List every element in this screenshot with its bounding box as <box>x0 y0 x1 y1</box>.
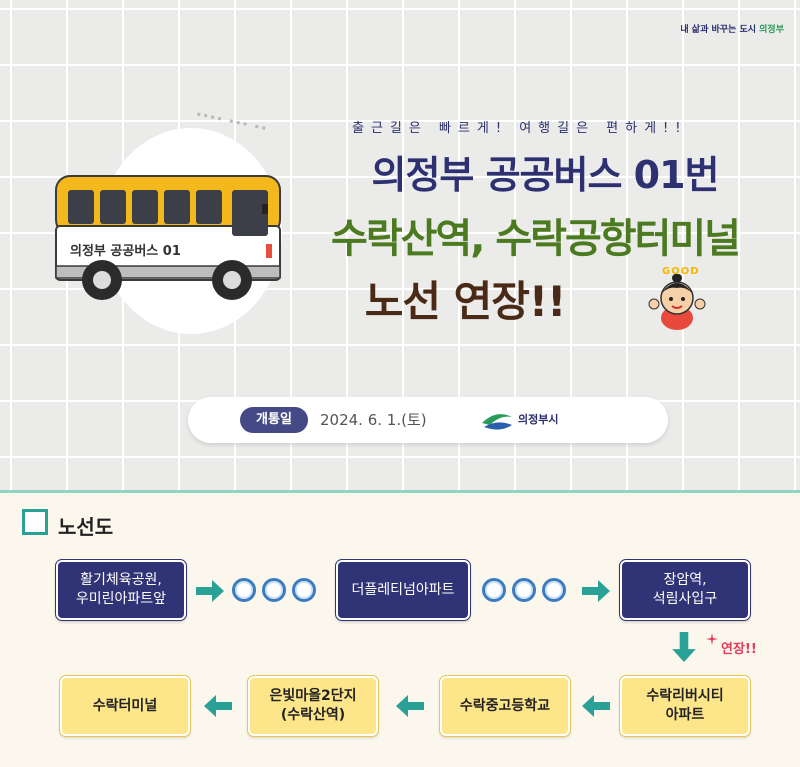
open-date-value: 2024. 6. 1.(토) <box>320 411 427 429</box>
arrow-right-icon <box>582 580 610 602</box>
stop-surak-school: 수락중고등학교 <box>439 675 571 737</box>
headline-bus-number: 의정부 공공버스 01번 <box>371 153 719 197</box>
city-slogan-logo: 내 삶과 바꾸는 도시 의정부 <box>680 22 784 35</box>
sparkle-icon <box>706 633 718 645</box>
route-map-section: 노선도 활기체육공원, 우미린아파트앞 더플레티넘아파트 장암역, 석림사입구 … <box>0 493 800 767</box>
route-dot-icon <box>232 578 256 602</box>
slogan-brand: 의정부 <box>759 25 784 35</box>
stop-jangam-station: 장암역, 석림사입구 <box>619 559 751 621</box>
open-date-pill: 개통일 2024. 6. 1.(토) 의정부시 <box>188 397 668 443</box>
route-map-title: 노선도 <box>58 515 114 539</box>
route-dot-icon <box>292 578 316 602</box>
arrow-left-icon <box>396 695 424 717</box>
mascot-character <box>648 274 706 330</box>
headline-stations: 수락산역, 수락공항터미널 <box>331 216 741 262</box>
uijeongbu-city-logo-icon <box>482 414 512 430</box>
stop-hwalgi-park: 활기체육공원, 우미린아파트앞 <box>55 559 187 621</box>
bus-side-label: 의정부 공공버스 01 <box>70 240 181 259</box>
arrow-down-icon <box>672 632 696 662</box>
bus-label-text: 의정부 공공버스 01 <box>70 244 181 259</box>
bus-illustration <box>55 175 281 300</box>
stop-surak-rivercity-apt: 수락리버시티 아파트 <box>619 675 751 737</box>
dots-connector-1 <box>232 578 322 604</box>
stop-surak-terminal: 수락터미널 <box>59 675 191 737</box>
extension-label: 연장!! <box>721 642 757 657</box>
poster-banner: 내 삶과 바꾸는 도시 의정부 ▪▪▪▪ ▪▪▪ ▪▪ 의정부 공공버스 01 … <box>0 0 800 493</box>
open-date-badge: 개통일 <box>240 407 308 433</box>
stop-the-platinum-apt: 더플레티넘아파트 <box>335 559 471 621</box>
route-dot-icon <box>542 578 566 602</box>
arrow-left-icon <box>204 695 232 717</box>
stop-eunbit-village: 은빛마을2단지 (수락산역) <box>247 675 379 737</box>
arrow-right-icon <box>196 580 224 602</box>
slogan-text: 내 삶과 바꾸는 도시 <box>680 25 757 35</box>
city-name-text: 의정부시 <box>518 413 559 426</box>
dots-connector-2 <box>482 578 572 604</box>
tagline: 출근길은 빠르게! 여행길은 편하게!! <box>352 121 688 136</box>
route-dot-icon <box>512 578 536 602</box>
headline-extension: 노선 연장!! <box>364 277 567 326</box>
mascot-good-text: GOOD <box>662 266 700 277</box>
route-dot-icon <box>262 578 286 602</box>
arrow-left-icon <box>582 695 610 717</box>
route-title-square-icon <box>22 509 52 539</box>
route-dot-icon <box>482 578 506 602</box>
